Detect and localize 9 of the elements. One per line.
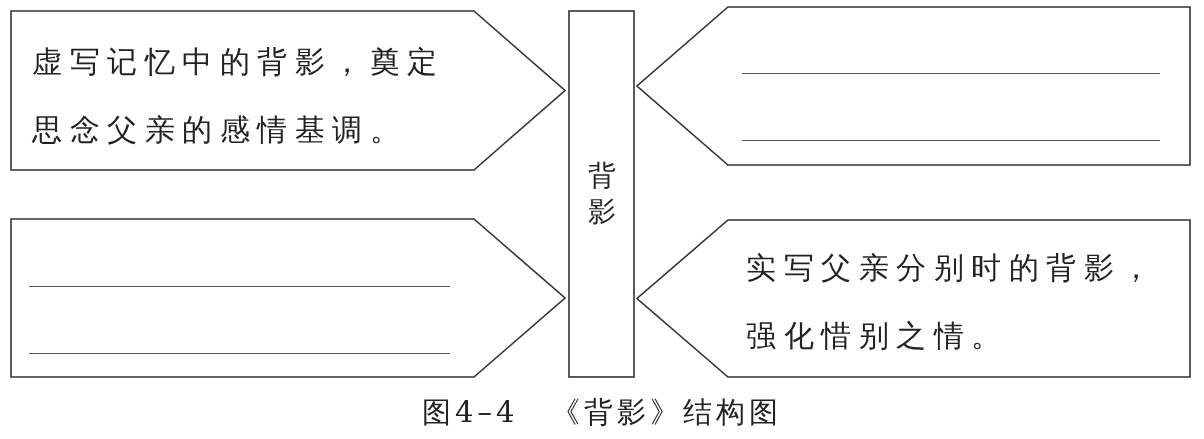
description-text: 实写父亲分别时的背影，强化惜别之情。 xyxy=(746,249,1160,355)
arrow-box xyxy=(636,219,1191,378)
vertical-box xyxy=(568,10,635,378)
vertical-label: 背影 xyxy=(587,158,616,230)
figure-caption: 图4–4 《背影》结构图 xyxy=(422,394,783,430)
description-text: 虚写记忆中的背影，奠定思念父亲的感情基调。 xyxy=(32,43,446,149)
arrow-box xyxy=(10,218,566,378)
arrow-box xyxy=(636,6,1191,166)
arrow-box xyxy=(10,10,566,171)
